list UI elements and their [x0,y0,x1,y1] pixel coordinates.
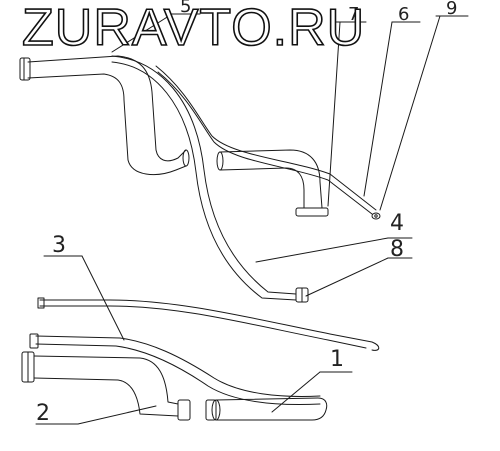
watermark: ZURAVTO.RU [21,0,366,57]
lower-hose-segment [205,397,328,421]
upper-long-pipe [111,55,309,303]
lower-elbow-hose [21,351,191,421]
callout-7: 7 [348,4,359,25]
upper-main-hose [19,55,190,176]
lower-rod [37,297,380,351]
callout-3: 3 [52,233,66,258]
upper-elbow-pipe [216,149,329,217]
lower-pipe [29,333,321,405]
callout-8: 8 [390,237,404,262]
callout-1: 1 [330,347,344,372]
leader-lines [35,13,469,425]
callout-2: 2 [36,401,50,426]
callout-9: 9 [446,0,457,19]
callout-4: 4 [390,211,404,236]
callout-5: 5 [180,0,191,17]
callout-6: 6 [398,4,409,25]
upper-thin-pipe [155,65,381,220]
